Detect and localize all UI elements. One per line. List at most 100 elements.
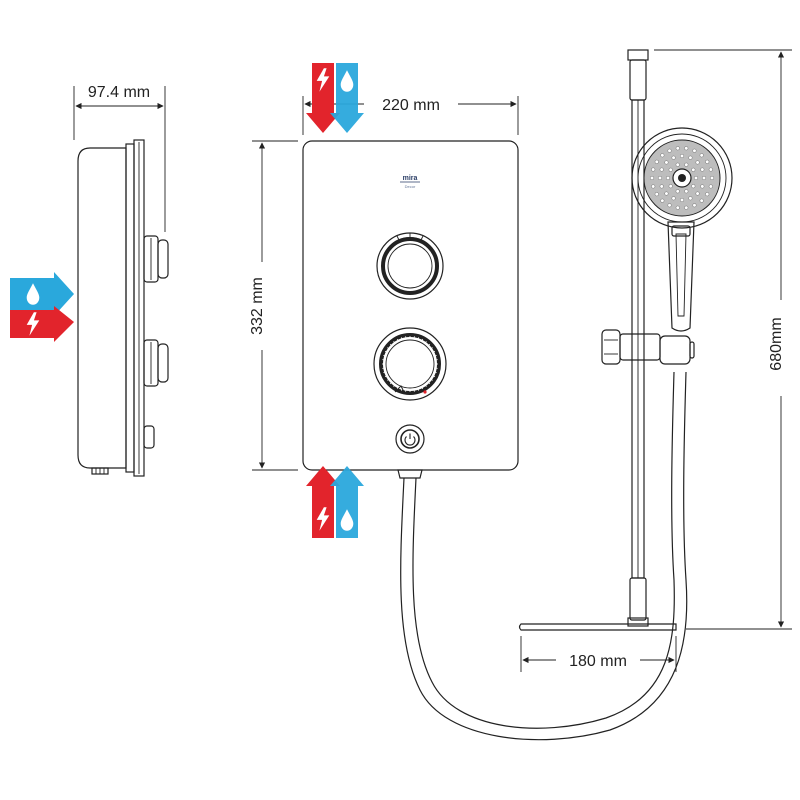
cold-supply-arrow-left [10,272,74,316]
flow-dial-grip [433,371,437,374]
side-view-power-button [143,425,155,449]
spray-nozzle [705,159,710,164]
spray-nozzle [684,189,689,194]
flow-dial-grip [387,347,391,350]
flow-dial-grip [417,387,420,391]
hot-supply-arrow [306,63,340,133]
temperature-dial[interactable] [376,232,444,300]
cold-supply-arrow-bottom [330,466,364,538]
spray-nozzle [675,146,680,151]
side-view-upper-knob [143,235,169,283]
spray-nozzle [688,196,693,201]
flow-dial-grip [433,354,437,357]
spray-nozzle [691,167,696,172]
rail-top-bracket [627,49,649,61]
flow-dial-grip [432,350,436,354]
spray-nozzle [702,175,707,180]
flow-dial-grip [420,386,424,390]
side-view-lower-knob [143,339,169,387]
flow-dial-grip [393,341,396,345]
flow-dial-grip [432,374,436,378]
shower-handset[interactable] [631,127,733,332]
flow-dial-grip [393,383,396,387]
spray-nozzle [667,203,672,208]
spray-nozzle [668,167,673,172]
side-view-body [77,147,127,469]
spray-nozzle [705,192,710,197]
spray-nozzle [684,205,689,210]
spray-nozzle [667,148,672,153]
height-dimension: 332 mm [249,140,298,471]
spray-nozzle [659,184,664,189]
soap-dish-width-label: 180 mm [569,653,627,670]
flow-dial-grip [389,381,393,385]
spray-nozzle [675,162,680,167]
model-name-text: Decor [405,184,416,189]
side-view-cover-edge [133,139,145,477]
spray-nozzle [700,167,705,172]
spray-nozzle [664,160,669,165]
spray-nozzle [660,153,665,158]
flow-dial[interactable] [373,327,447,401]
spray-nozzle [651,167,656,172]
flow-dial-grip [420,338,424,342]
spray-nozzle [654,159,659,164]
spray-nozzle [654,192,659,197]
rail-height-dimension: 680mm [654,49,794,630]
hose-connector [397,469,423,479]
slider-bracket[interactable] [601,329,695,365]
shower-hose [400,371,688,741]
spray-nozzle [675,189,680,194]
flow-dial-grip [427,381,431,385]
spray-nozzle [668,184,673,189]
spray-nozzle [684,146,689,151]
spray-nozzle [671,155,676,160]
flow-dial-grip [400,337,403,341]
flow-dial-grip [384,350,388,354]
flow-dial-grip [389,343,393,347]
power-water-inlet-icon-bottom [306,466,364,538]
flow-dial-grip [427,343,431,347]
cold-supply-arrow [330,63,364,133]
flow-dial-hot-marker [423,390,427,394]
spray-nozzle [695,191,700,196]
spray-nozzle [664,191,669,196]
flow-dial-grip [387,378,391,381]
riser-rail [518,49,733,631]
flow-dial-grip [396,338,400,342]
spray-nozzle [666,175,671,180]
brand-logo-text: mira [403,175,418,182]
depth-dimension: 97.4 mm [73,84,166,232]
power-water-inlet-icon [306,63,364,133]
spray-nozzle [694,175,699,180]
water-power-inlet-icon [10,272,74,342]
side-view-bottom-fitting [91,467,109,475]
spray-nozzle [691,184,696,189]
spray-nozzle [695,160,700,165]
spray-nozzle [699,153,704,158]
flow-dial-grip [429,378,433,381]
hot-supply-arrow-left [10,306,74,342]
soap-dish [518,623,677,631]
flow-dial-grip [429,347,433,350]
spray-nozzle [684,162,689,167]
brand-logo: mira Decor [400,175,420,189]
shower-head [631,127,733,229]
spray-nozzle [650,175,655,180]
spray-nozzle [658,175,663,180]
spray-nozzle [659,167,664,172]
spray-nozzle [680,153,685,158]
side-view-front-plate [125,143,135,473]
height-label: 332 mm [249,277,266,335]
flow-dial-grip [396,386,400,390]
rail-height-label: 680mm [768,317,785,370]
flow-dial-grip [424,383,427,387]
width-dimension: 220 mm [302,92,519,135]
spray-nozzle [680,197,685,202]
flow-dial-grip [383,371,387,374]
power-button[interactable] [395,424,425,454]
flow-dial-grip [383,354,387,357]
spray-nozzle [671,196,676,201]
spray-nozzle [675,205,680,210]
